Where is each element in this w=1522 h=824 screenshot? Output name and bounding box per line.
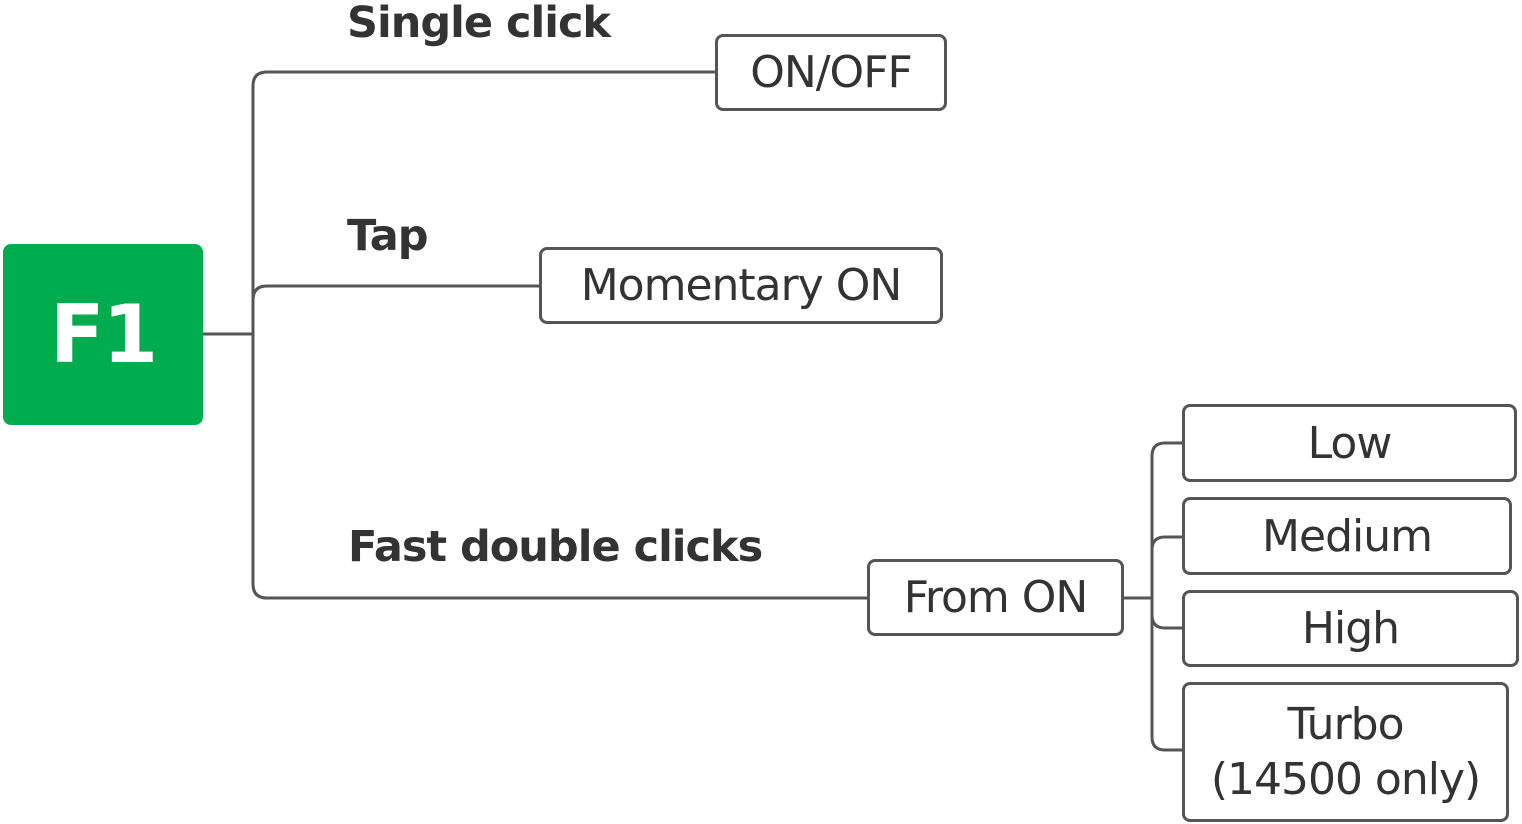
node-from-on-label: From ON xyxy=(903,572,1089,623)
node-high: High xyxy=(1182,590,1519,667)
node-momentary-on-label: Momentary ON xyxy=(580,260,903,311)
node-low-label: Low xyxy=(1307,417,1393,469)
connector-low xyxy=(1150,441,1183,598)
connector-single-click xyxy=(251,70,716,334)
connector-tap xyxy=(251,284,540,334)
branch-label-tap: Tap xyxy=(347,211,429,261)
node-turbo-label: Turbo xyxy=(1287,699,1404,750)
node-turbo-sublabel: (14500 only) xyxy=(1210,754,1481,805)
root-node-f1: F1 xyxy=(3,244,203,425)
node-low: Low xyxy=(1182,404,1517,482)
connector-high xyxy=(1150,598,1183,630)
node-on-off: ON/OFF xyxy=(715,34,947,111)
branch-label-single-click: Single click xyxy=(347,0,611,48)
node-on-off-label: ON/OFF xyxy=(750,47,913,98)
connector-fast-double xyxy=(251,334,868,600)
node-turbo: Turbo (14500 only) xyxy=(1182,682,1509,822)
connector-turbo xyxy=(1150,598,1183,752)
node-from-on: From ON xyxy=(867,559,1124,636)
connector-medium xyxy=(1150,535,1183,598)
node-medium-label: Medium xyxy=(1262,510,1433,562)
branch-label-fast-double-clicks: Fast double clicks xyxy=(348,522,763,572)
node-momentary-on: Momentary ON xyxy=(539,247,943,324)
root-label: F1 xyxy=(49,288,158,381)
node-medium: Medium xyxy=(1182,497,1512,575)
node-high-label: High xyxy=(1301,603,1400,654)
